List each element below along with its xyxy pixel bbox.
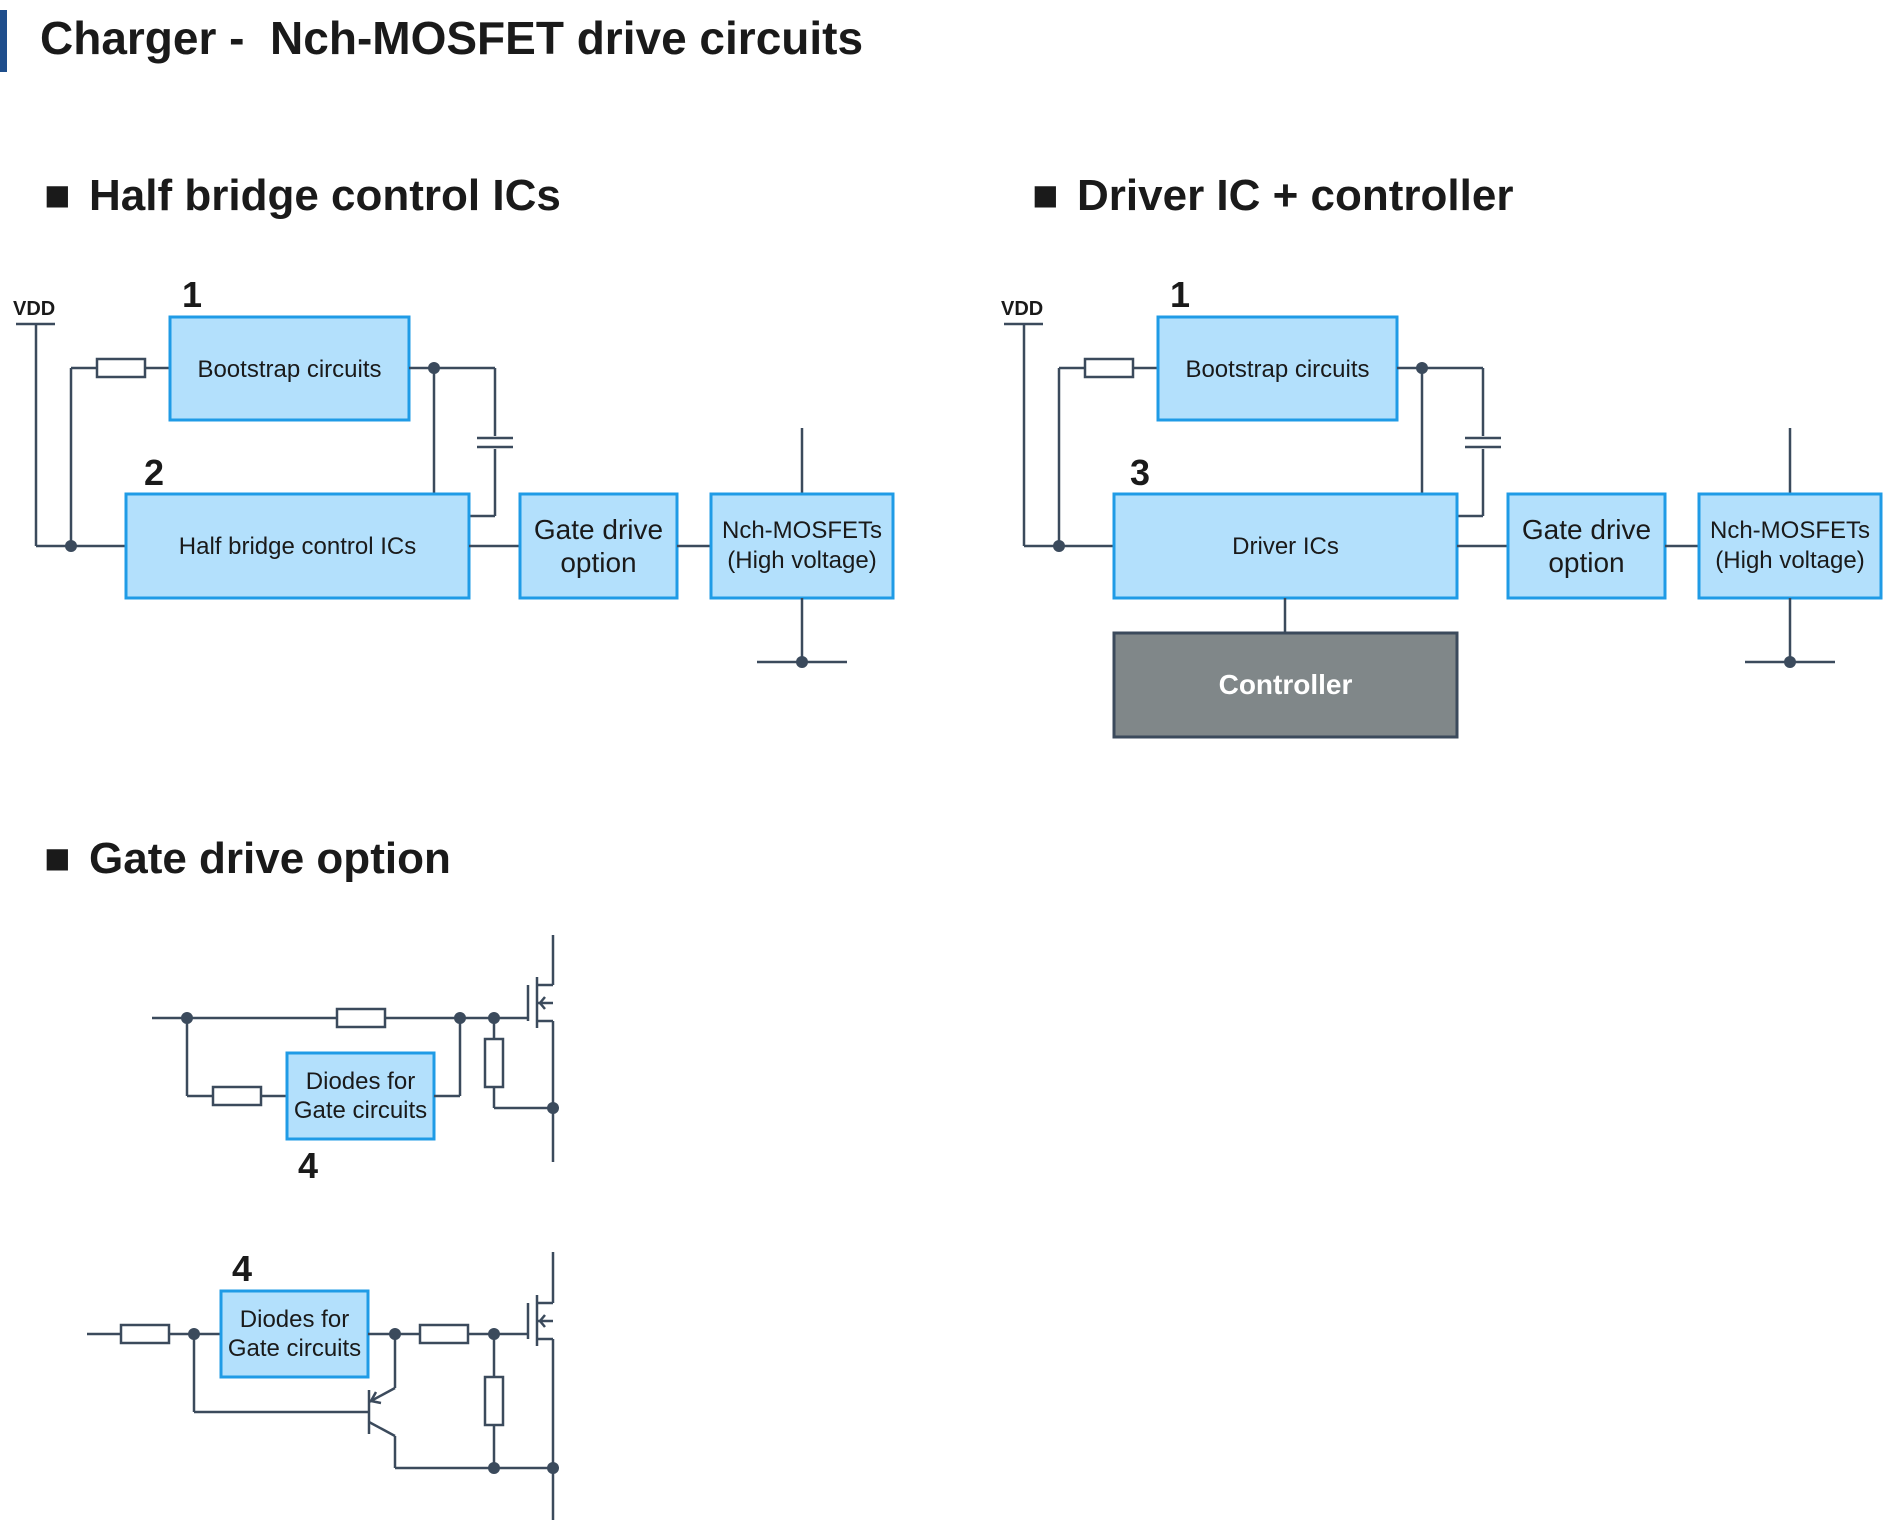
driver-ic-bootstrap-label: Bootstrap circuits bbox=[1185, 356, 1369, 383]
driver-ic-gate-drive-block bbox=[1506, 492, 1667, 600]
circuit-a-diodes-block bbox=[285, 1051, 436, 1141]
driver-ic-heading: Driver IC + controller bbox=[1077, 171, 1513, 220]
half-bridge-heading: Half bridge control ICs bbox=[89, 171, 561, 220]
gate-drive-circuit-a: Diodes for Gate circuits 4 bbox=[152, 935, 559, 1186]
driver-ic-gate-drive-line2: option bbox=[1548, 547, 1624, 578]
title-accent-bar bbox=[0, 10, 7, 72]
driver-ic-number: 3 bbox=[1130, 452, 1150, 493]
half-bridge-mosfet-line2: (High voltage) bbox=[727, 547, 876, 574]
gate-drive-option-heading: Gate drive option bbox=[89, 834, 451, 883]
half-bridge-ic-label: Half bridge control ICs bbox=[179, 533, 416, 560]
circuit-b-gate-resistor bbox=[418, 1323, 470, 1345]
driver-ic-mosfet-line1: Nch-MOSFETs bbox=[1710, 517, 1870, 544]
circuit-b-diodes-block bbox=[219, 1289, 370, 1379]
half-bridge-gate-drive-line2: option bbox=[560, 547, 636, 578]
half-bridge-ic-number: 2 bbox=[144, 452, 164, 493]
half-bridge-ic-block bbox=[124, 492, 471, 600]
driver-ic-section: ■ Driver IC + controller VDD 1 Bootstrap… bbox=[1001, 171, 1883, 739]
half-bridge-section: ■ Half bridge control ICs VDD 1 Bootstra… bbox=[13, 171, 895, 668]
half-bridge-mosfet-line1: Nch-MOSFETs bbox=[722, 517, 882, 544]
driver-ic-bootstrap-block bbox=[1156, 315, 1399, 422]
page-title: Charger - Nch-MOSFET drive circuits bbox=[40, 12, 863, 64]
controller-label: Controller bbox=[1219, 669, 1353, 700]
circuit-a-series-resistor bbox=[335, 1007, 387, 1029]
circuit-b-transistor-symbol bbox=[192, 1334, 397, 1468]
half-bridge-mosfet-block bbox=[709, 492, 895, 600]
half-bridge-bootstrap-number: 1 bbox=[182, 274, 202, 315]
circuit-b-input-resistor bbox=[119, 1323, 171, 1345]
circuit-b-mosfet-symbol bbox=[526, 1252, 555, 1520]
circuit-a-number: 4 bbox=[298, 1145, 318, 1186]
driver-ic-block bbox=[1112, 492, 1459, 600]
half-bridge-vdd-resistor bbox=[95, 357, 147, 379]
circuit-a-gs-resistor bbox=[483, 1037, 505, 1089]
circuit-b-gs-resistor bbox=[483, 1375, 505, 1427]
driver-ic-vdd-resistor bbox=[1083, 357, 1135, 379]
driver-ic-vdd-label: VDD bbox=[1001, 298, 1043, 320]
gate-drive-option-section: ■ Gate drive option Diodes for Gate circ… bbox=[44, 834, 559, 1520]
half-bridge-bullet: ■ bbox=[44, 171, 71, 220]
driver-ic-mosfet-block bbox=[1697, 492, 1883, 600]
gate-drive-circuit-b: 4 Diodes for Gate circuits bbox=[87, 1248, 559, 1520]
driver-ic-gate-drive-line1: Gate drive bbox=[1522, 514, 1651, 545]
driver-ic-label: Driver ICs bbox=[1232, 533, 1339, 560]
half-bridge-bootstrap-label: Bootstrap circuits bbox=[197, 356, 381, 383]
circuit-b-number: 4 bbox=[232, 1248, 252, 1289]
circuit-b-diodes-line1: Diodes for bbox=[240, 1306, 349, 1333]
circuit-a-diode-resistor bbox=[211, 1085, 263, 1107]
gate-drive-option-bullet: ■ bbox=[44, 834, 71, 883]
driver-ic-bullet: ■ bbox=[1032, 171, 1059, 220]
circuit-a-diodes-line1: Diodes for bbox=[306, 1068, 415, 1095]
half-bridge-vdd-label: VDD bbox=[13, 298, 55, 320]
driver-ic-bootstrap-number: 1 bbox=[1170, 274, 1190, 315]
driver-ic-mosfet-line2: (High voltage) bbox=[1715, 547, 1864, 574]
half-bridge-gate-drive-line1: Gate drive bbox=[534, 514, 663, 545]
circuit-a-mosfet-symbol bbox=[526, 935, 555, 1162]
circuit-a-diodes-line2: Gate circuits bbox=[294, 1097, 427, 1124]
circuit-b-diodes-line2: Gate circuits bbox=[228, 1335, 361, 1362]
controller-block bbox=[1112, 631, 1459, 739]
half-bridge-gate-drive-block bbox=[518, 492, 679, 600]
